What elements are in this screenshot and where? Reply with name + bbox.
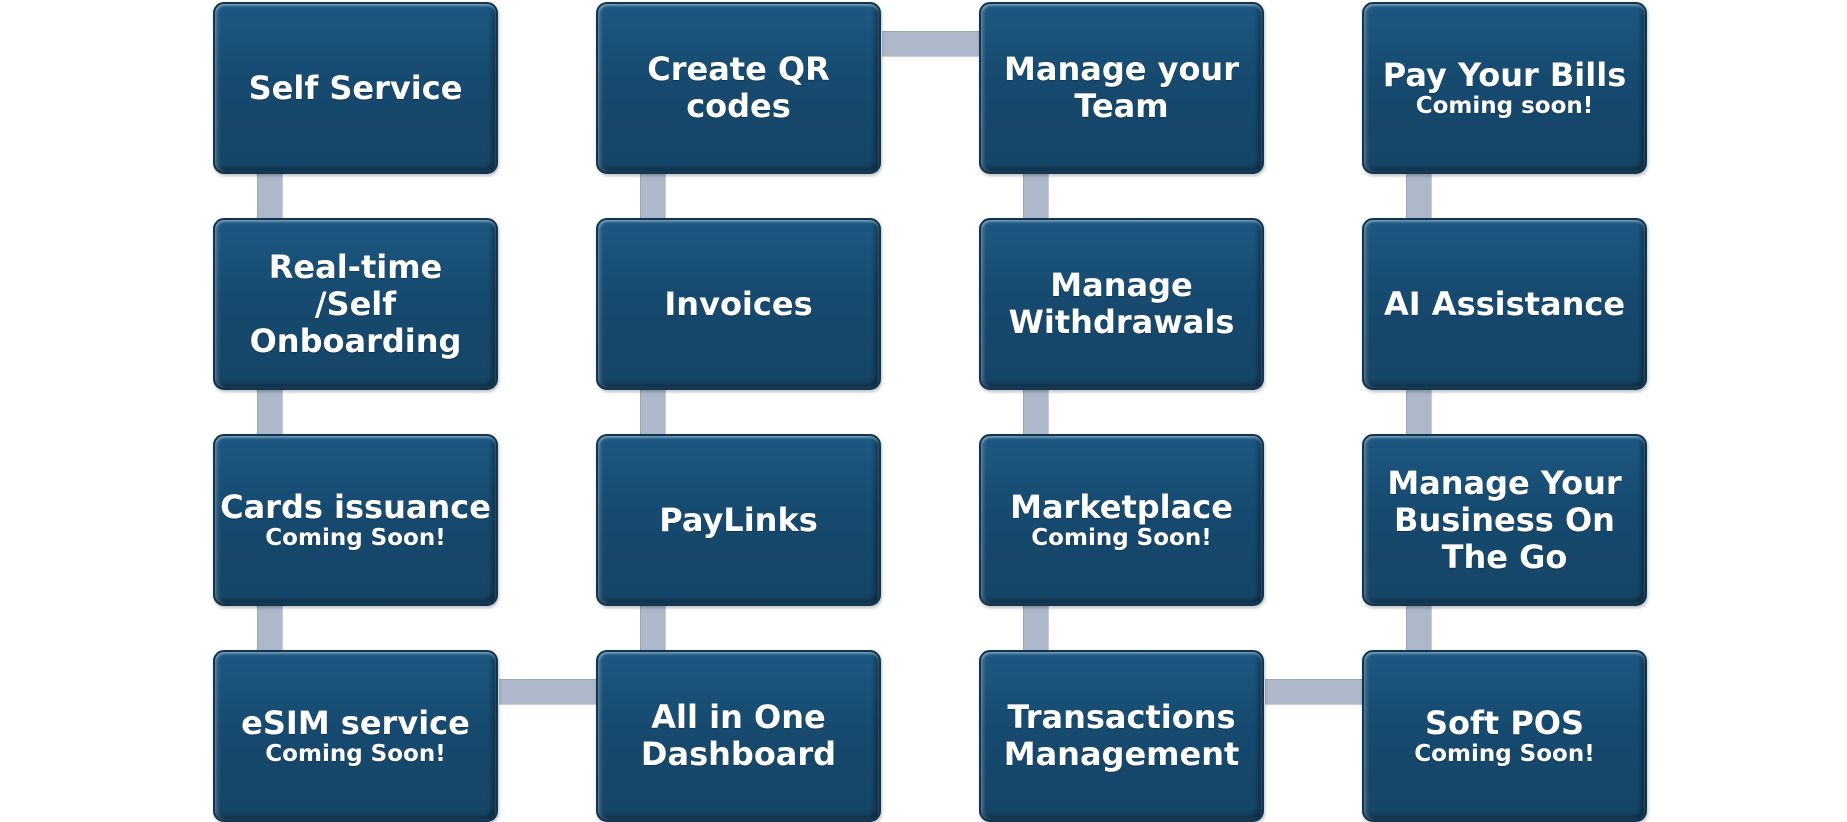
connector-invoices-to-paylinks (640, 388, 666, 434)
connector-paylinks-to-dashboard (640, 604, 666, 650)
box-onboarding: Real-time /Self Onboarding (213, 218, 498, 390)
box-title: Cards issuance (220, 487, 491, 526)
connector-self-service-to-onboarding (257, 172, 283, 218)
box-title: Create QR codes (647, 50, 830, 125)
box-title: Transactions Management (1003, 698, 1240, 773)
box-title: Manage your Team (1004, 50, 1239, 125)
connector-qr-to-invoices (640, 172, 666, 218)
box-create-qr-codes: Create QR codes (596, 2, 881, 174)
box-self-service: Self Service (213, 2, 498, 174)
connector-business-to-softpos (1406, 604, 1432, 650)
box-subtitle: Coming Soon! (1414, 740, 1595, 767)
connector-ai-to-business (1406, 388, 1432, 434)
box-paylinks: PayLinks (596, 434, 881, 606)
box-title: Real-time /Self Onboarding (249, 247, 462, 360)
connector-esim-to-dashboard (499, 679, 597, 705)
box-title: AI Assistance (1383, 284, 1626, 323)
box-title: Invoices (664, 284, 813, 323)
box-manage-withdrawals: Manage Withdrawals (979, 218, 1264, 390)
box-title: eSIM service (241, 703, 470, 742)
box-manage-your-team: Manage your Team (979, 2, 1264, 174)
box-pay-your-bills: Pay Your Bills Coming soon! (1362, 2, 1647, 174)
box-title: Manage Withdrawals (1008, 266, 1235, 341)
box-title: PayLinks (659, 500, 818, 539)
connector-marketplace-to-transactions (1023, 604, 1049, 650)
box-soft-pos: Soft POS Coming Soon! (1362, 650, 1647, 822)
box-subtitle: Coming soon! (1415, 92, 1594, 119)
connector-transactions-to-softpos (1265, 679, 1363, 705)
box-cards-issuance: Cards issuance Coming Soon! (213, 434, 498, 606)
connector-team-to-withdrawals (1023, 172, 1049, 218)
connector-withdrawals-to-marketplace (1023, 388, 1049, 434)
box-title: All in One Dashboard (640, 698, 837, 773)
box-all-in-one-dashboard: All in One Dashboard (596, 650, 881, 822)
box-title: Manage Your Business On The Go (1387, 463, 1622, 576)
connector-onboarding-to-cards (257, 388, 283, 434)
box-title: Pay Your Bills (1382, 55, 1627, 94)
box-manage-business-on-the-go: Manage Your Business On The Go (1362, 434, 1647, 606)
box-invoices: Invoices (596, 218, 881, 390)
box-marketplace: Marketplace Coming Soon! (979, 434, 1264, 606)
box-subtitle: Coming Soon! (265, 740, 446, 767)
connector-cards-to-esim (257, 604, 283, 650)
connector-bills-to-ai (1406, 172, 1432, 218)
box-transactions-management: Transactions Management (979, 650, 1264, 822)
box-ai-assistance: AI Assistance (1362, 218, 1647, 390)
box-title: Self Service (248, 68, 463, 107)
box-esim-service: eSIM service Coming Soon! (213, 650, 498, 822)
box-subtitle: Coming Soon! (1031, 524, 1212, 551)
box-title: Soft POS (1424, 703, 1585, 742)
connector-qr-to-team (882, 31, 980, 57)
box-subtitle: Coming Soon! (265, 524, 446, 551)
box-title: Marketplace (1010, 487, 1233, 526)
